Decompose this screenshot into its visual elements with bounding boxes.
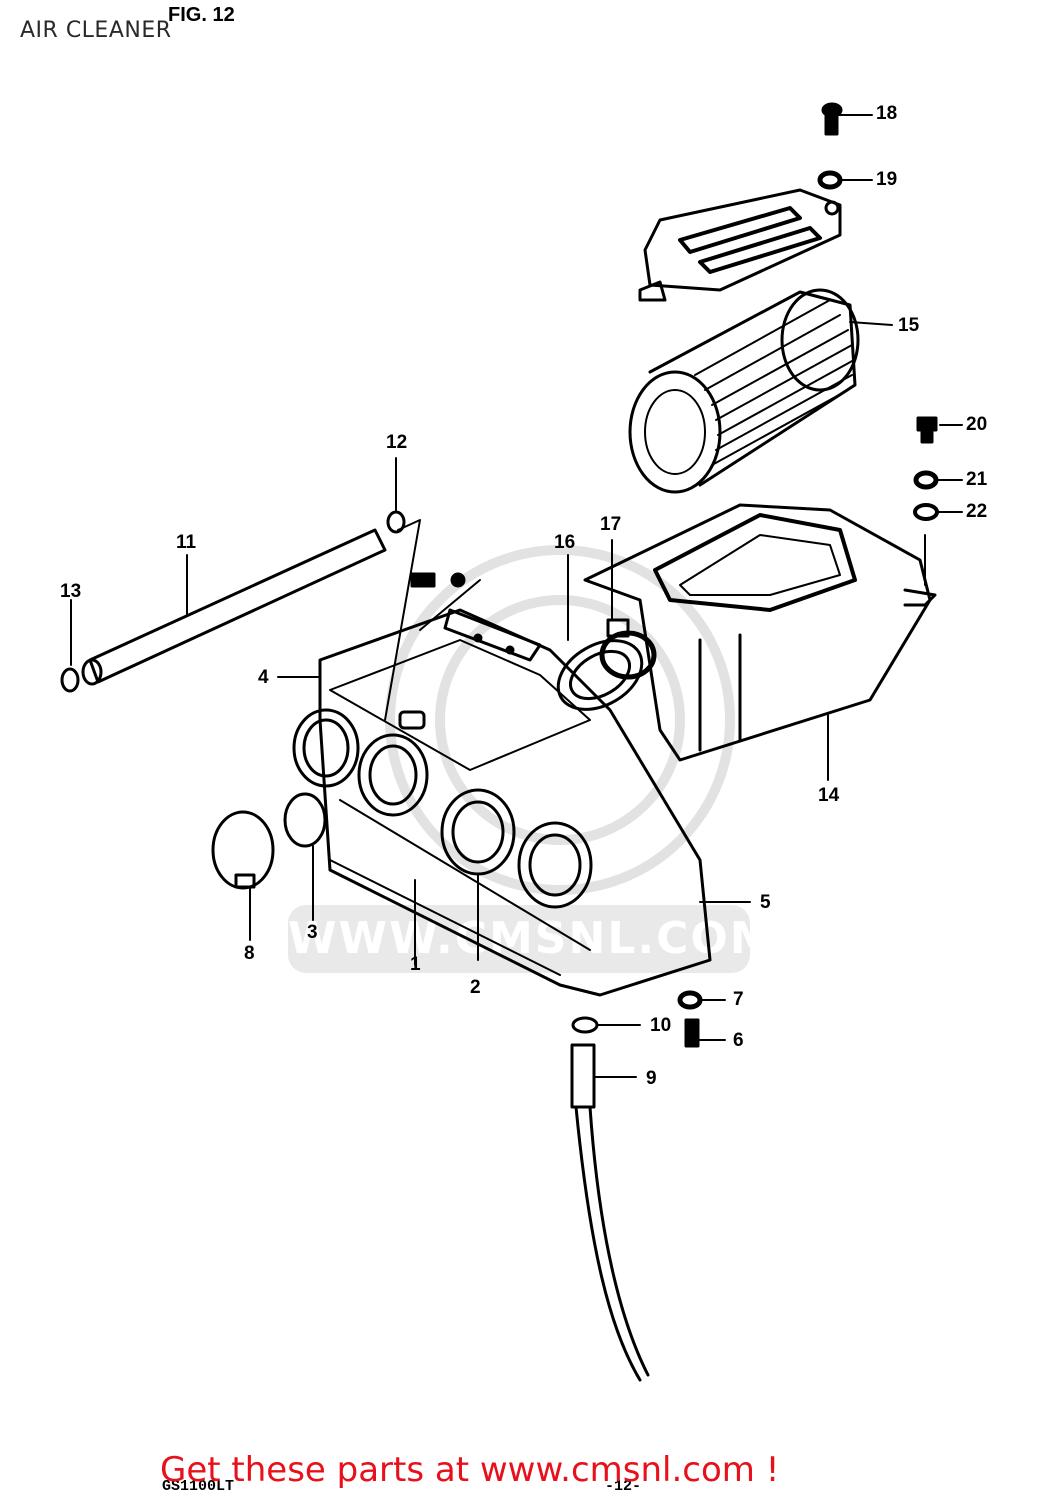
callout-12: 12 <box>386 432 408 453</box>
callout-3: 3 <box>307 922 318 943</box>
callout-1: 1 <box>410 954 421 975</box>
callout-21: 21 <box>966 469 988 490</box>
callout-10: 10 <box>650 1015 672 1036</box>
air-cleaner-housing <box>318 608 712 997</box>
filter-cover <box>638 188 842 302</box>
callout-20: 20 <box>966 414 988 435</box>
watermark-text: WWW.CMSNL.COM <box>288 913 776 964</box>
callout-5: 5 <box>760 892 771 913</box>
callout-11: 11 <box>176 532 197 553</box>
clip-13 <box>60 667 80 693</box>
callout-19: 19 <box>876 169 898 190</box>
model-code: GS1100LT <box>162 1478 235 1495</box>
clamp-17 <box>599 618 657 680</box>
watermark-banner: WWW.CMSNL.COM <box>288 905 776 973</box>
small-bolt <box>410 572 436 588</box>
callout-14: 14 <box>818 785 840 806</box>
callout-22: 22 <box>966 501 988 522</box>
breather-hose-11 <box>81 528 387 686</box>
clip-10 <box>571 1016 599 1034</box>
washer-7 <box>677 990 703 1010</box>
screw-18 <box>821 102 843 136</box>
clamp-3 <box>283 792 327 848</box>
bolt-6 <box>684 1018 700 1048</box>
clamp-8 <box>211 810 275 890</box>
small-washer <box>450 572 466 588</box>
callout-7: 7 <box>733 989 744 1010</box>
callout-6: 6 <box>733 1030 744 1051</box>
bolt-20 <box>916 416 938 444</box>
page-title: AIR CLEANER <box>20 18 172 43</box>
callout-8: 8 <box>244 943 255 964</box>
callout-13: 13 <box>60 581 82 602</box>
watermark-emblem <box>385 545 735 895</box>
washer-22 <box>913 503 939 521</box>
drain-hose-9 <box>570 1043 650 1382</box>
washer-21 <box>913 470 939 490</box>
filter-element-15 <box>628 288 860 494</box>
connector-16 <box>556 639 644 711</box>
callout-18: 18 <box>876 103 898 124</box>
callout-17: 17 <box>600 514 622 535</box>
callout-9: 9 <box>646 1068 657 1089</box>
grommet-19 <box>817 170 843 190</box>
page-number: -12- <box>605 1478 642 1495</box>
fig-label: FIG. 12 <box>168 4 235 26</box>
clip-12 <box>386 510 406 534</box>
callout-2: 2 <box>470 977 481 998</box>
callout-4: 4 <box>258 667 269 688</box>
callout-15: 15 <box>898 315 920 336</box>
callout-16: 16 <box>554 532 576 553</box>
promo-link-text[interactable]: Get these parts at www.cmsnl.com ! <box>160 1450 780 1490</box>
leader-lines <box>70 114 963 1078</box>
